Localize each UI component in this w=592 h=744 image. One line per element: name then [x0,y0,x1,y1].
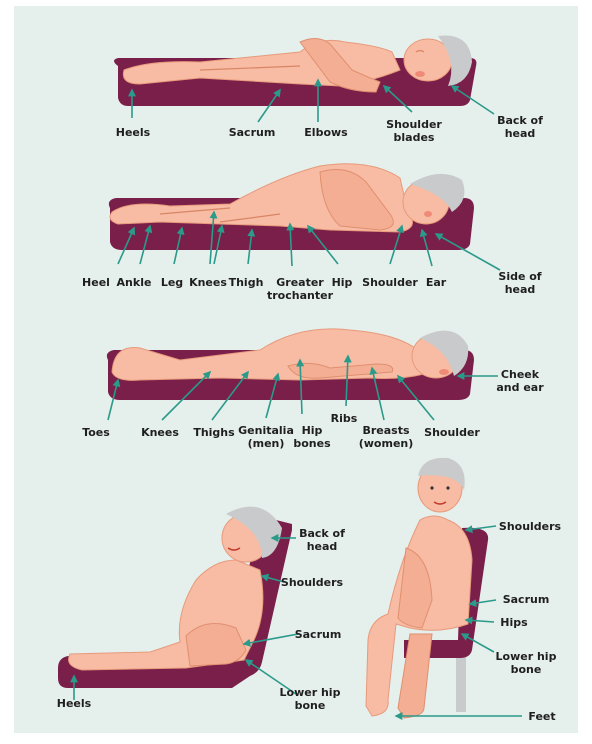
label-genitalia-line1: Genitalia [238,424,294,437]
label-lower-hip-bone-line1: Lower hip [496,650,557,663]
label-back-of-head-line1: Back of [299,527,345,540]
label-knees: Knees [189,276,227,289]
scene-prone: Toes Knees Thighs Genitalia (men) Hip bo… [82,329,544,450]
label-elbows: Elbows [304,126,348,139]
label-shoulder-blades-line2: blades [394,131,435,144]
label-greater-trochanter-line2: trochanter [267,289,334,302]
label-shoulder: Shoulder [362,276,418,289]
label-lower-hip-bone-line1: Lower hip [280,686,341,699]
label-ribs: Ribs [331,412,358,425]
label-heel: Heel [82,276,110,289]
label-back-of-head-line2: head [505,127,536,140]
label-hip: Hip [332,276,353,289]
label-sacrum: Sacrum [295,628,342,641]
label-hips: Hips [500,616,528,629]
label-ankle: Ankle [117,276,152,289]
scene-reclining: Back of head Shoulders Sacrum Lower hip … [57,507,345,712]
label-toes: Toes [82,426,110,439]
label-hip-bones-line2: bones [293,437,331,450]
label-back-of-head-line1: Back of [497,114,543,127]
label-lower-hip-bone-line2: bone [295,699,326,712]
label-genitalia-line2: (men) [248,437,285,450]
label-shoulders: Shoulders [499,520,562,533]
label-cheek-and-ear-line2: and ear [496,381,544,394]
scene-supine: Heels Sacrum Elbows Shoulder blades Back… [114,36,543,144]
scene-lateral: Heel Ankle Leg Knees Thigh Greater troch… [82,164,542,302]
label-lower-hip-bone-line2: bone [511,663,542,676]
label-sacrum: Sacrum [229,126,276,139]
label-sacrum: Sacrum [503,593,550,606]
label-shoulders: Shoulders [281,576,344,589]
scene-seated: Shoulders Sacrum Hips Lower hip bone Fee… [366,458,562,723]
label-breasts-line1: Breasts [362,424,409,437]
label-ear: Ear [426,276,447,289]
label-hip-bones-line1: Hip [302,424,323,437]
label-thighs: Thighs [193,426,235,439]
label-thigh: Thigh [229,276,264,289]
label-shoulder: Shoulder [424,426,480,439]
label-heels: Heels [57,697,92,710]
label-knees: Knees [141,426,179,439]
label-side-of-head-line1: Side of [498,270,541,283]
label-cheek-and-ear-line1: Cheek [501,368,540,381]
label-back-of-head-line2: head [307,540,338,553]
label-feet: Feet [528,710,555,723]
label-greater-trochanter-line1: Greater [276,276,324,289]
label-side-of-head-line2: head [505,283,536,296]
label-breasts-line2: (women) [359,437,414,450]
label-leg: Leg [161,276,183,289]
figure-reclining [69,507,283,670]
label-shoulder-blades-line1: Shoulder [386,118,442,131]
figure-lateral [110,164,464,232]
label-heels: Heels [116,126,151,139]
